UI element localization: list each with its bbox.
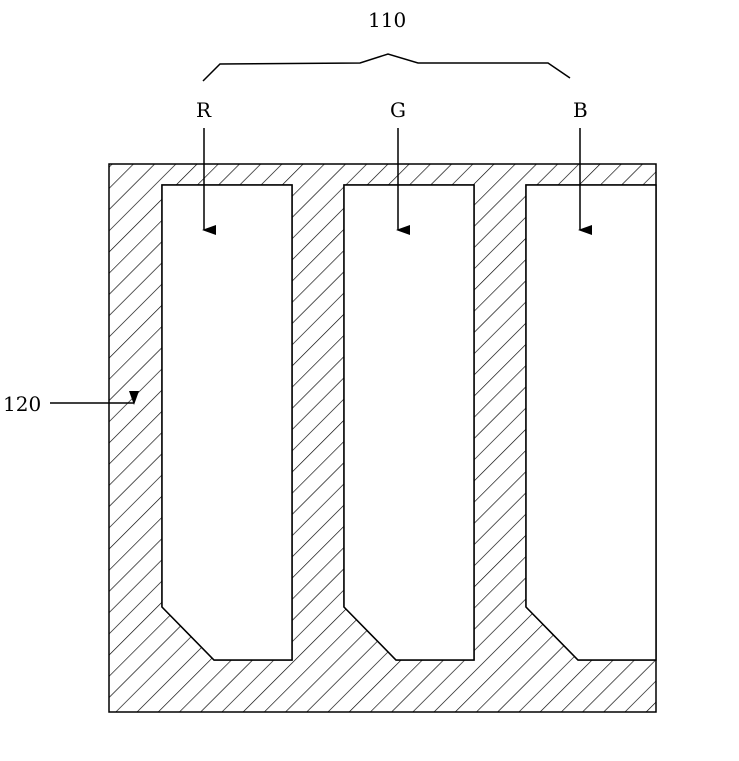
- label-g: G: [390, 100, 406, 120]
- label-r: R: [196, 100, 211, 120]
- group-brace: [203, 54, 570, 81]
- window-r: [162, 185, 292, 660]
- label-120: 120: [3, 394, 41, 414]
- window-g: [344, 185, 474, 660]
- label-b: B: [573, 100, 588, 120]
- label-110: 110: [368, 10, 406, 30]
- window-b: [526, 185, 656, 660]
